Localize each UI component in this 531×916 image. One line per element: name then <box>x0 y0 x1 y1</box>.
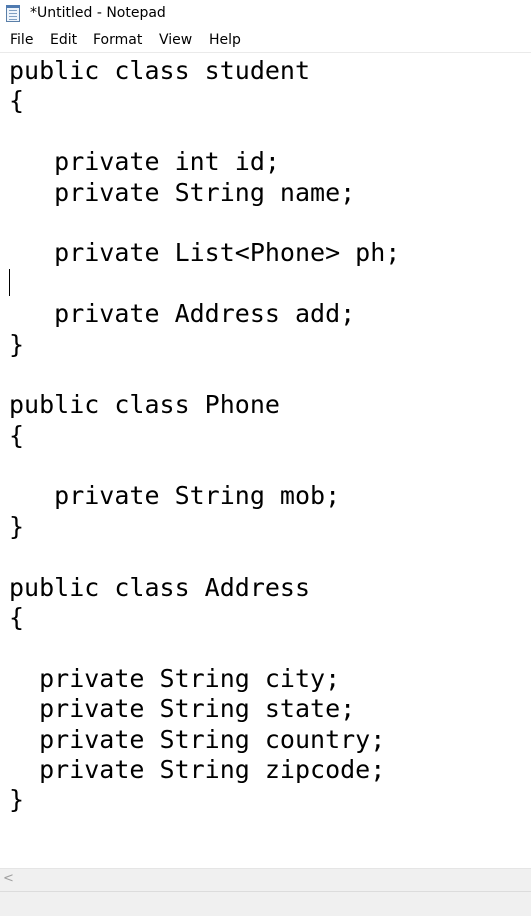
code-line: private String mob; <box>9 481 341 511</box>
code-line: private String name; <box>9 177 356 207</box>
code-line: private String country; <box>9 724 386 754</box>
code-line: public class Address <box>9 572 311 602</box>
code-line <box>9 269 400 299</box>
code-line: private int id; <box>9 147 280 177</box>
status-bar <box>0 891 531 916</box>
code-line: public class Phone <box>9 390 280 420</box>
window-title: *Untitled - Notepad <box>30 5 166 21</box>
menu-bar: File Edit Format View Help <box>0 29 531 53</box>
code-line <box>9 208 400 238</box>
code-line: { <box>9 603 25 633</box>
text-caret <box>9 269 10 296</box>
code-line <box>9 117 400 147</box>
code-line <box>9 542 400 572</box>
code-line: public class student <box>9 56 311 85</box>
scroll-left-arrow-icon[interactable]: < <box>3 871 14 886</box>
menu-view[interactable]: View <box>159 32 193 48</box>
code-line <box>9 633 400 663</box>
code-line: private Address add; <box>9 299 356 329</box>
code-line <box>9 451 400 481</box>
menu-edit[interactable]: Edit <box>50 32 78 48</box>
notepad-icon <box>6 5 20 22</box>
code-line: } <box>9 511 25 541</box>
code-line: { <box>9 420 25 450</box>
text-editor[interactable]: public class student{ private int id; pr… <box>0 53 531 868</box>
menu-format[interactable]: Format <box>93 32 143 48</box>
horizontal-scrollbar[interactable]: < <box>0 868 531 891</box>
code-line: private String state; <box>9 694 356 724</box>
editor-content[interactable]: public class student{ private int id; pr… <box>9 56 400 816</box>
title-bar[interactable]: *Untitled - Notepad <box>0 0 531 28</box>
code-line: private List<Phone> ph; <box>9 238 401 268</box>
code-line: { <box>9 86 25 116</box>
code-line: private String city; <box>9 663 341 693</box>
code-line: } <box>9 785 25 815</box>
code-line: private String zipcode; <box>9 754 386 784</box>
code-line <box>9 360 400 390</box>
code-line: } <box>9 329 25 359</box>
menu-file[interactable]: File <box>10 32 34 48</box>
menu-help[interactable]: Help <box>209 32 241 48</box>
